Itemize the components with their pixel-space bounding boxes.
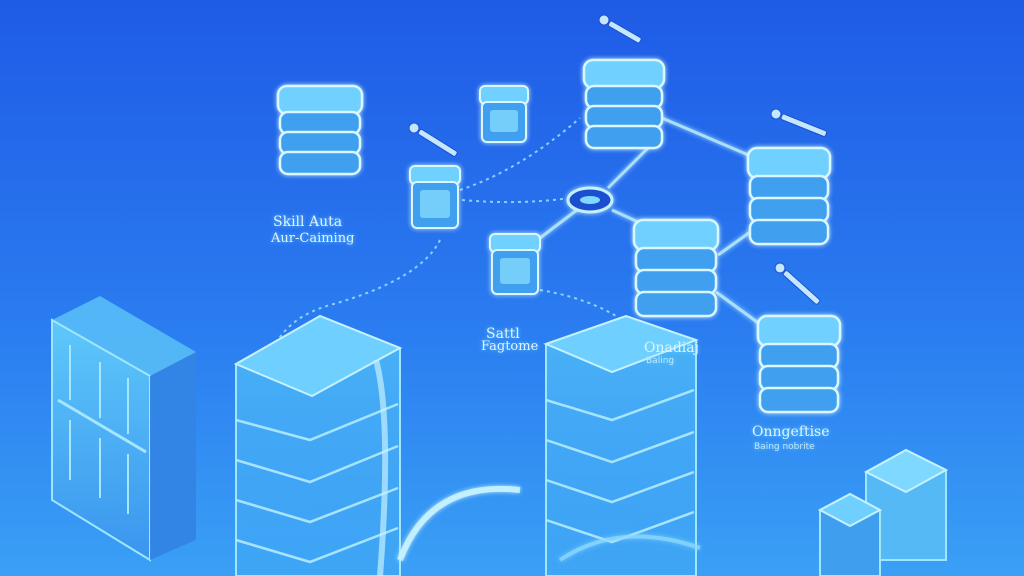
right-subtitle-label: Baling: [646, 356, 675, 366]
hub-ring-icon: [566, 186, 614, 214]
bottom-right-title-label: Onngeftise: [752, 424, 830, 440]
server-stack-icon: [276, 58, 842, 414]
right-title-label: Onadiaj: [644, 340, 699, 356]
connector-path: [461, 197, 571, 204]
left-title-label: Skill Auta: [273, 214, 343, 230]
center-subtitle-label: Fagtome: [481, 339, 539, 354]
probe-icon: [408, 14, 828, 305]
connector-path: [271, 239, 441, 353]
glow-arc: [397, 485, 701, 562]
connector-line: [661, 116, 761, 162]
dashed-connectors: [271, 117, 637, 353]
bottom-right-subtitle-label: Baing nobrite: [754, 442, 815, 452]
device-cube-icon: [409, 85, 541, 295]
connector-path: [459, 117, 581, 191]
server-rack-icon: [51, 296, 949, 576]
connector-line: [606, 146, 650, 190]
connector-path: [539, 289, 637, 331]
center-title-label: Sattl: [486, 326, 520, 342]
left-subtitle-label: Aur-Caiming: [271, 231, 355, 246]
